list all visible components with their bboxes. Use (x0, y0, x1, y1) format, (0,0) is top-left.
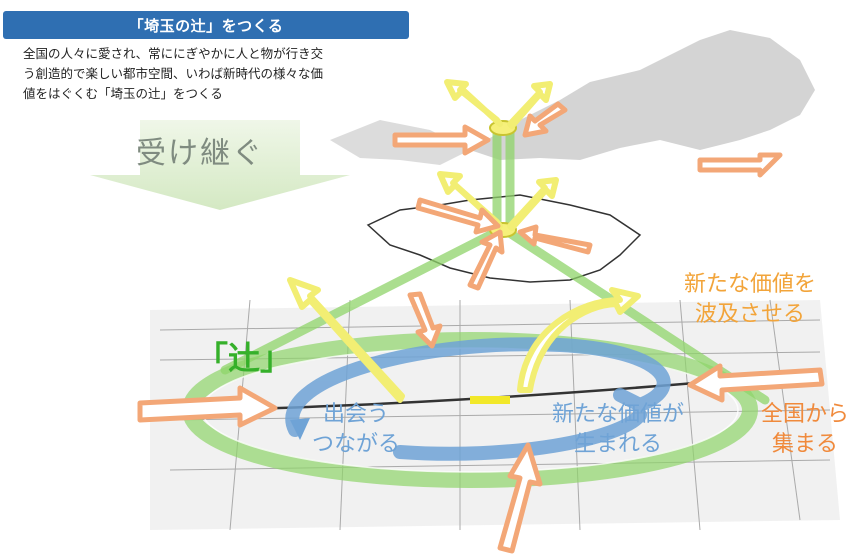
page-title: 「埼玉の辻」をつくる (3, 11, 409, 39)
meet-line: 出会う (322, 402, 389, 427)
intro-line: 全国の人々に愛され、常ににぎやかに人と物が行き交 (23, 46, 324, 61)
intro-line: 値をはぐくむ「埼玉の辻」をつくる (23, 86, 223, 101)
spread-value-line: 波及させる (694, 302, 805, 327)
tsuji-label: 「辻」 (196, 339, 293, 377)
spread-value-line: 新たな価値を (683, 272, 816, 297)
born-line: 生まれる (573, 432, 662, 457)
meet-connect-label: 出会う つながる (296, 400, 416, 460)
born-line: 新たな価値が (551, 402, 684, 427)
spread-value-label: 新たな価値を 波及させる (665, 270, 835, 330)
inflow-arrows (137, 101, 825, 554)
inherit-arrow (90, 120, 350, 210)
intro-text: 全国の人々に愛され、常ににぎやかに人と物が行き交 う創造的で楽しい都市空間、いわ… (23, 44, 403, 104)
saitama-outline (366, 194, 642, 283)
meet-line: つながる (311, 432, 400, 457)
japan-map (470, 30, 815, 160)
gather-label: 全国から 集まる (755, 400, 855, 460)
station-marker (470, 396, 510, 404)
new-value-born-label: 新たな価値が 生まれる (528, 400, 708, 460)
inherit-label: 受け継ぐ (136, 136, 264, 171)
intro-line: う創造的で楽しい都市空間、いわば新時代の様々な価 (23, 66, 324, 81)
gather-line: 全国から (760, 402, 849, 427)
gather-line: 集まる (771, 432, 838, 457)
